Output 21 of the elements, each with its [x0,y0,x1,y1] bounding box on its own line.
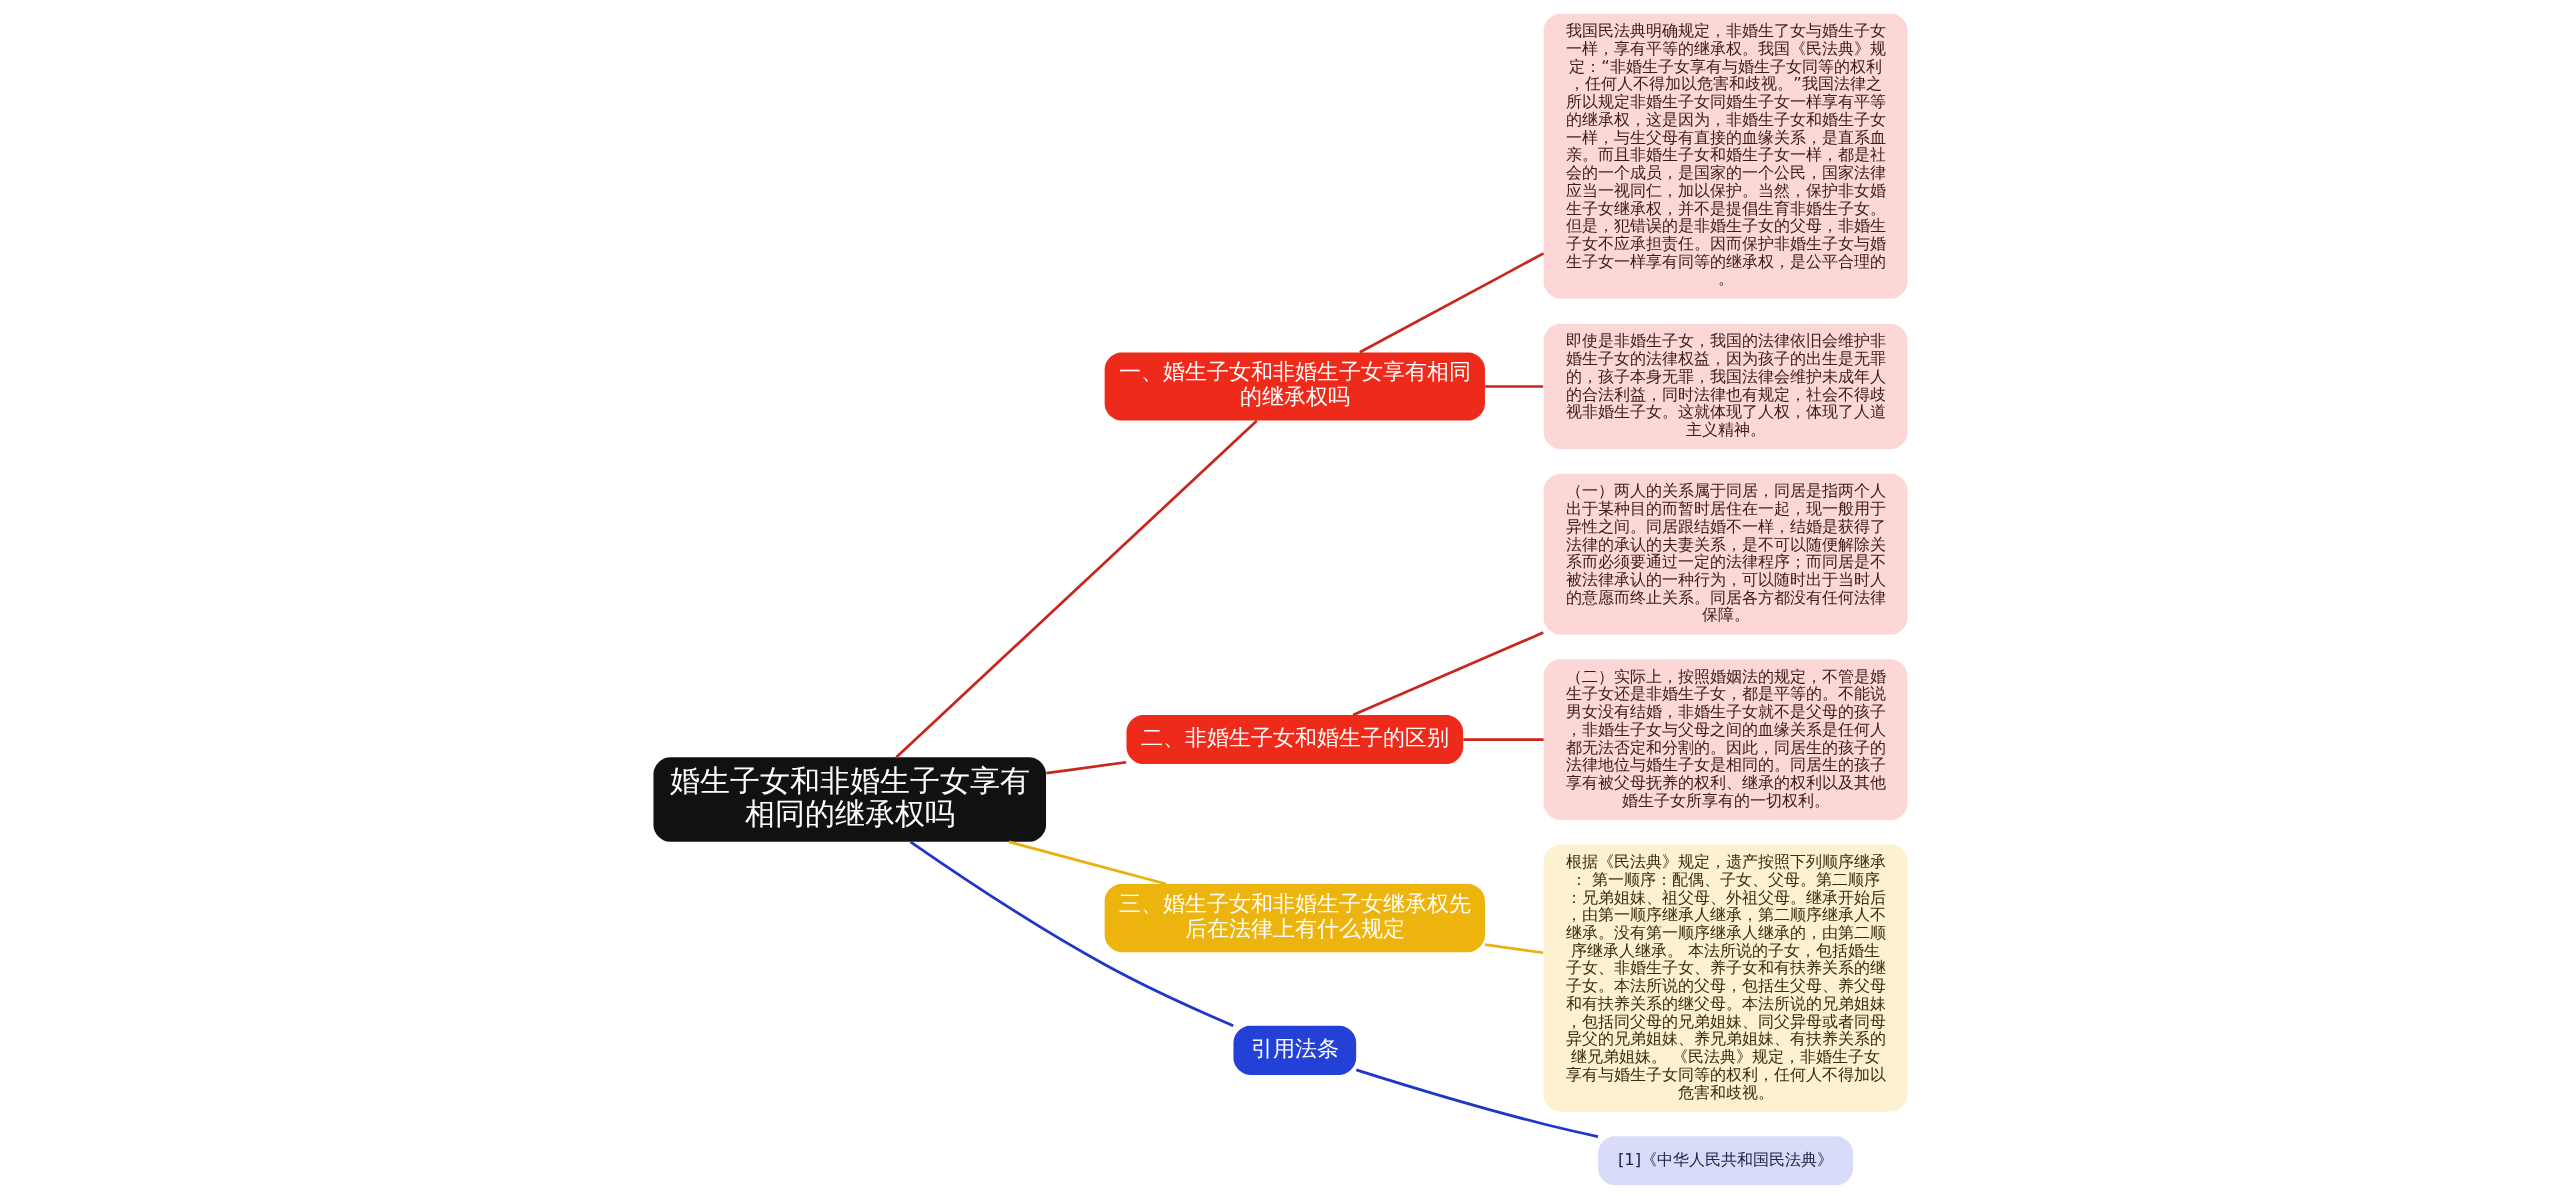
connector [1358,252,1544,354]
node-box: 我国民法典明确规定，非婚生了女与婚生子女一样，享有平等的继承权。我国《民法典》规定：“非婚生子女享有与婚生子女同等的权利，任何人不得加以危害和歧视。”我国法律之所以规定非婚生子女同婚生子女一样享有平等的继承权，这是因为，非婚生子女和婚生子女一样，与生父母有直接的血缘关系，是直系血亲。而且非婚生子女和婚生子女一样，都是社会的一个成员，是国家的一个公民，国家法律应当一视同仁，加以保护。当然，保护非女婚生子女继承权，并不是提倡生育非婚生子女。但是，犯错误的是非婚生子女的父母，非婚生子女不应承担责任。因而保护非婚生子女与婚生子女一样享有同等的继承权，是公平合理的。 [1543,13,1908,299]
connector [1355,1068,1598,1138]
connector [1463,738,1544,741]
node-box: 婚生子女和非婚生子女享有相同的继承权吗 [652,757,1046,842]
node-box: （二）实际上，按照婚姻法的规定，不管是婚生子女还是非婚生子女，都是平等的。不能说男女没有结婚，非婚生子女就不是父母的孩子，非婚生子女与父母之间的血缘关系是任何人都无法否定和分割的。因此，同居生的孩子的法律地位与婚生子女是相同的。同居生的孩子享有被父母抚养的权利、继承的权利以及其他婚生子女所享有的一切权利。 [1543,659,1908,820]
connector [1484,385,1543,388]
node-box: 即使是非婚生子女，我国的法律依旧会维护非婚生子女的法律权益，因为孩子的出生是无罪的，孩子本身无罪，我国法律会维护未成年人的合法利益，同时法律也有规定，社会不得歧视非婚生子女。这就体现了人权，体现了人道主义精神。 [1543,323,1908,450]
node-box: 二、非婚生子女和婚生子的区别 [1125,715,1463,765]
node-box: 三、婚生子女和非婚生子女继承权先后在法律上有什么规定 [1104,884,1485,953]
node-box: 引用法条 [1232,1025,1356,1075]
node-box: 根据《民法典》规定，遗产按照下列顺序继承： 第一顺序：配偶、子女、父母。第二顺序：兄弟姐妹、祖父母、外祖父母。继承开始后，由第一顺序继承人继承，第二顺序继承人不继承。没有第一顺序继承人继承的，由第二顺序继承人继承。 本法所说的子女，包括婚生子女、非婚生子女、养子女和有扶养关系的继子女。本法所说的父母，包括生父母、养父母和有扶养关系的继父母。本法所说的兄弟姐妹，包括同父母的兄弟姐妹、同父异母或者同母异父的兄弟姐妹、养兄弟姐妹、有扶养关系的继兄弟姐妹。 《民法典》规定，非婚生子女享有与婚生子女同等的权利，任何人不得加以危害和歧视。 [1543,844,1908,1112]
connector [1352,631,1544,717]
node-box: [1]《中华人民共和国民法典》 [1597,1136,1853,1186]
connector [1008,840,1167,886]
node-box: （一）两人的关系属于同居，同居是指两个人出于某种目的而暂时居住在一起，现一般用于异性之间。同居跟结婚不一样，结婚是获得了法律的承认的夫妻关系，是不可以随便解除关系而必须要通过一定的法律程序；而同居是不被法律承认的一种行为，可以随时出于当时人的意愿而终止关系。同居各方都没有任何法律保障。 [1543,473,1908,635]
connector [909,840,1234,1027]
node-box: 一、婚生子女和非婚生子女享有相同的继承权吗 [1104,352,1485,421]
connector [1045,760,1126,775]
connector [1484,943,1543,955]
connector [894,419,1258,759]
